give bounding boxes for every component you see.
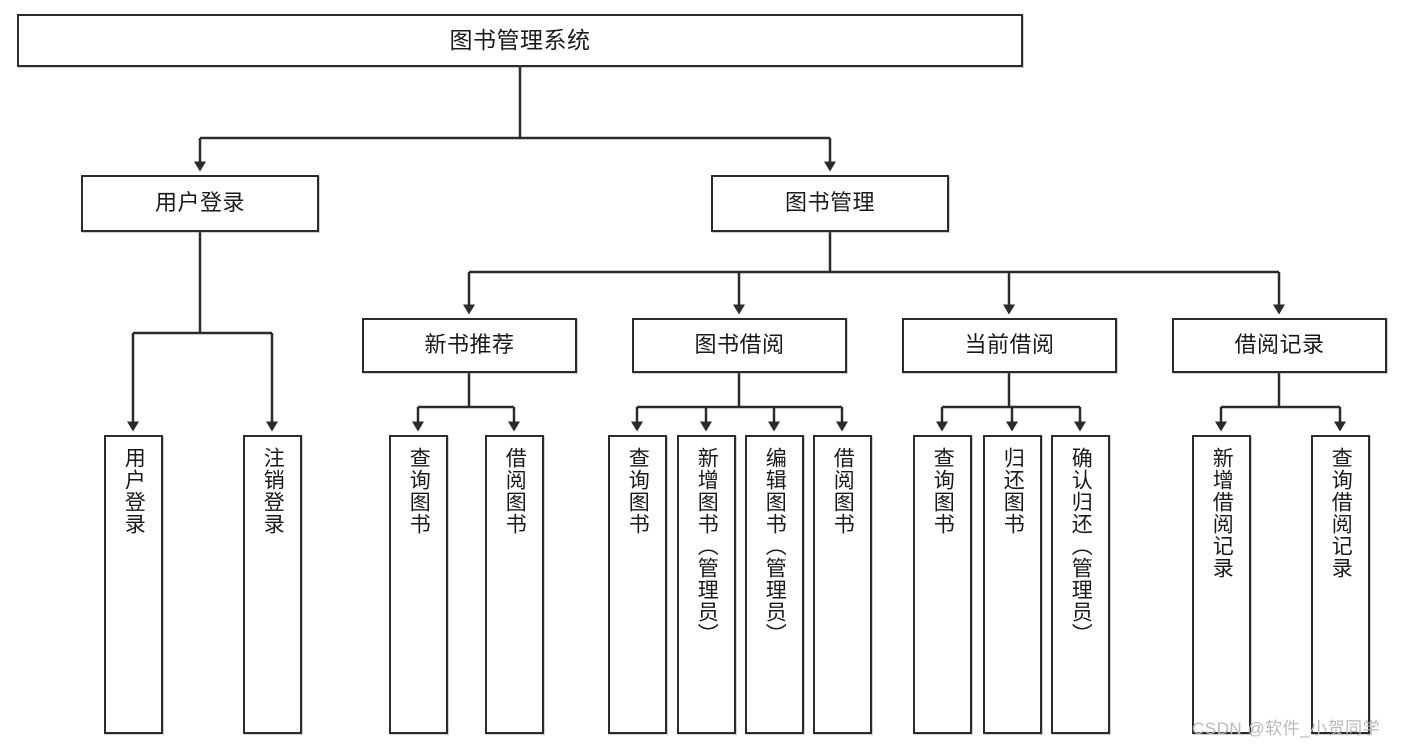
node-book-manage[interactable]: 图书管理: [711, 175, 949, 232]
node-leaf-user-logout-label: 注销登录: [261, 447, 285, 535]
node-leaf-borrow-book-1-label: 借阅图书: [503, 447, 527, 535]
node-leaf-return-book[interactable]: 归还图书: [983, 435, 1042, 734]
node-leaf-query-borrow-record-label: 查询借阅记录: [1329, 447, 1353, 579]
node-leaf-user-login-label: 用户登录: [122, 447, 146, 535]
node-user-login[interactable]: 用户登录: [81, 175, 319, 232]
node-book-borrow[interactable]: 图书借阅: [632, 318, 847, 373]
node-leaf-confirm-return[interactable]: 确认归还（管理员）: [1051, 435, 1110, 734]
node-leaf-confirm-return-label: 确认归还（管理员）: [1069, 447, 1093, 645]
node-leaf-query-book-2[interactable]: 查询图书: [608, 435, 667, 734]
node-leaf-query-book-3[interactable]: 查询图书: [913, 435, 972, 734]
watermark: CSDN @软件_小贺同学: [1192, 719, 1381, 738]
node-leaf-borrow-book-1[interactable]: 借阅图书: [485, 435, 544, 734]
node-borrow-record-label: 借阅记录: [1234, 332, 1325, 358]
node-leaf-edit-book[interactable]: 编辑图书（管理员）: [745, 435, 804, 734]
node-new-book-recommend[interactable]: 新书推荐: [362, 318, 577, 373]
node-leaf-user-logout[interactable]: 注销登录: [243, 435, 302, 734]
node-book-manage-label: 图书管理: [784, 190, 875, 216]
node-book-borrow-label: 图书借阅: [694, 332, 785, 358]
node-leaf-add-book-label: 新增图书（管理员）: [695, 447, 719, 645]
node-leaf-return-book-label: 归还图书: [1001, 447, 1025, 535]
node-leaf-borrow-book-2[interactable]: 借阅图书: [813, 435, 872, 734]
node-leaf-edit-book-label: 编辑图书（管理员）: [763, 447, 787, 645]
node-leaf-add-book[interactable]: 新增图书（管理员）: [677, 435, 736, 734]
node-borrow-record[interactable]: 借阅记录: [1172, 318, 1387, 373]
node-leaf-user-login[interactable]: 用户登录: [104, 435, 163, 734]
node-root[interactable]: 图书管理系统: [17, 14, 1023, 67]
node-leaf-add-borrow-record-label: 新增借阅记录: [1210, 447, 1234, 579]
node-root-label: 图书管理系统: [449, 26, 591, 53]
node-leaf-add-borrow-record[interactable]: 新增借阅记录: [1192, 435, 1251, 734]
node-leaf-borrow-book-2-label: 借阅图书: [831, 447, 855, 535]
node-current-borrow[interactable]: 当前借阅: [902, 318, 1117, 373]
node-new-book-recommend-label: 新书推荐: [424, 332, 515, 358]
node-user-login-label: 用户登录: [154, 190, 245, 216]
node-leaf-query-book-2-label: 查询图书: [626, 447, 650, 535]
node-leaf-query-book-3-label: 查询图书: [931, 447, 955, 535]
node-leaf-query-book-1[interactable]: 查询图书: [389, 435, 448, 734]
node-leaf-query-borrow-record[interactable]: 查询借阅记录: [1311, 435, 1370, 734]
node-leaf-query-book-1-label: 查询图书: [407, 447, 431, 535]
node-current-borrow-label: 当前借阅: [964, 332, 1055, 358]
